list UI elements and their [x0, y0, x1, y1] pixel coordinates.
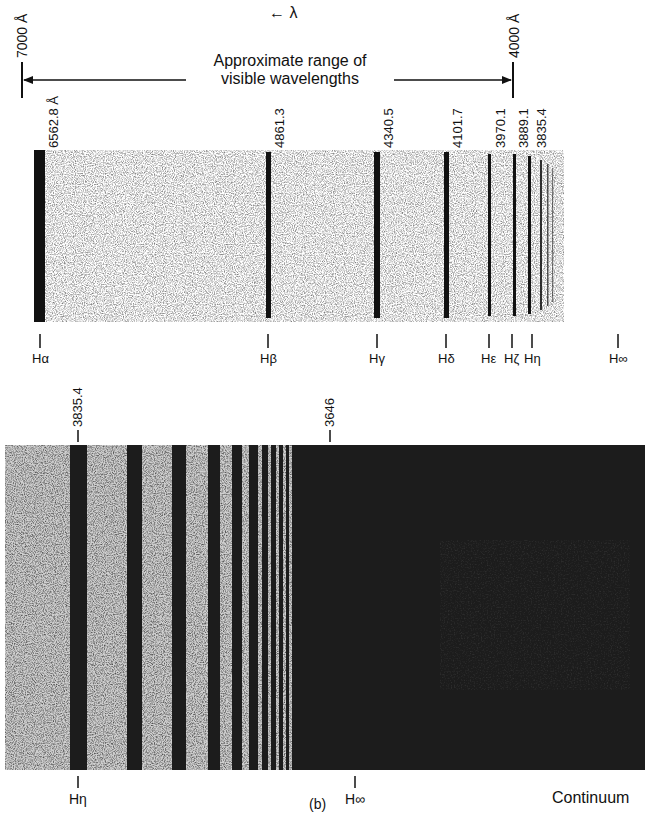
wavelength-value: 4101.7	[451, 108, 466, 148]
continuum-texture	[440, 540, 630, 690]
balmer-lines	[34, 150, 553, 322]
line-name: Hη	[524, 352, 541, 367]
wavelength-value: 4861.3	[273, 108, 288, 148]
plate-grain	[34, 150, 564, 322]
line-name: Hη	[69, 791, 87, 807]
wavelength-value: 3835.4	[535, 108, 550, 148]
plate-grain	[5, 445, 645, 770]
balmer-lines-enlarged	[70, 445, 645, 770]
line-name: Hζ	[504, 352, 519, 367]
wavelength-value: 3646	[323, 398, 338, 427]
wavelength-value: 3970.1	[494, 108, 509, 148]
line-name: Hε	[481, 352, 496, 367]
line-ticks	[40, 334, 618, 348]
wavelength-limit: 4000 Å	[506, 14, 522, 58]
line-name: Hβ	[260, 352, 277, 367]
wavelength-value: 4340.5	[382, 108, 397, 148]
line-tick	[354, 776, 356, 788]
line-tick	[77, 430, 79, 442]
wavelength-limit: 7000 Å	[14, 14, 30, 58]
line-name: Hα	[32, 352, 49, 367]
continuum-label: Continuum	[552, 789, 629, 807]
line-name: Hδ	[438, 352, 455, 367]
range-end-tick	[21, 62, 23, 98]
wavelength-value: 6562.8 Å	[47, 96, 62, 148]
plate-ground	[5, 445, 645, 770]
series-limit-name: H∞	[345, 791, 365, 807]
line-name: Hγ	[369, 352, 385, 367]
panel-label: (b)	[309, 796, 326, 812]
direction-note: ← λ	[269, 4, 297, 22]
line-tick	[329, 430, 331, 442]
series-limit-name: H∞	[609, 352, 628, 367]
wavelength-value: 3835.4	[71, 387, 86, 427]
range-end-tick	[512, 62, 514, 98]
line-tick	[77, 776, 79, 788]
wavelength-value: 3889.1	[517, 108, 532, 148]
range-label: Approximate range of visible wavelengths	[186, 52, 394, 89]
